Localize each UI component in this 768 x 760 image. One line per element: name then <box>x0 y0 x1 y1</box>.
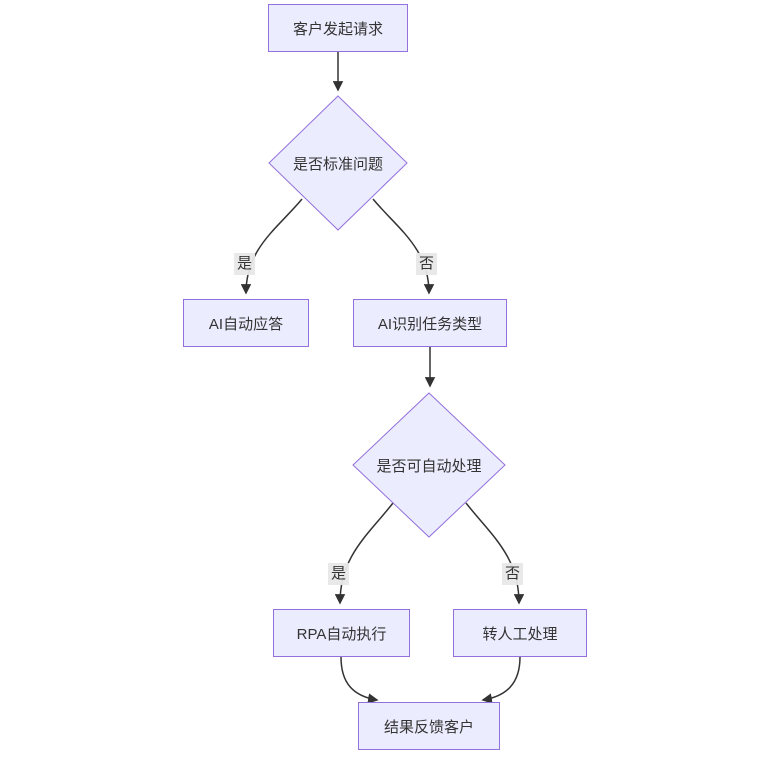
node-customer-request: 客户发起请求 <box>268 4 408 52</box>
edge-label-text: 是 <box>237 255 253 272</box>
edge-decision2-no-to-manual <box>465 502 525 605</box>
edge-decision2-yes-to-rpa <box>334 502 394 605</box>
edge-decision1-no-to-ai-task <box>372 198 435 295</box>
node-label: 是否标准问题 <box>292 155 383 173</box>
diamond-shape <box>352 392 506 538</box>
node-label: AI识别任务类型 <box>377 315 483 333</box>
node-rpa-execute: RPA自动执行 <box>273 609 410 657</box>
node-label: 结果反馈客户 <box>383 718 474 736</box>
node-ai-auto-reply: AI自动应答 <box>183 299 309 347</box>
edge-decision1-yes-to-ai-reply <box>240 198 303 295</box>
edge-rpa-to-result <box>340 656 379 704</box>
edge-manual-to-result <box>481 656 521 704</box>
node-decision-standard-question: 是否标准问题 <box>268 95 408 231</box>
node-decision-auto-processable: 是否可自动处理 <box>352 392 506 538</box>
edge-label-no-2: 否 <box>502 563 524 585</box>
edge-label-yes-1: 是 <box>234 253 256 275</box>
node-label: RPA自动执行 <box>296 625 387 643</box>
node-label: 客户发起请求 <box>292 20 383 38</box>
node-label: 转人工处理 <box>482 625 558 643</box>
edge-label-yes-2: 是 <box>328 563 350 585</box>
node-label: 是否可自动处理 <box>376 457 482 475</box>
edge-label-text: 否 <box>505 565 521 582</box>
node-label: AI自动应答 <box>208 315 284 333</box>
edge-label-no-1: 否 <box>416 253 438 275</box>
node-manual-handle: 转人工处理 <box>453 609 587 657</box>
node-ai-task-type: AI识别任务类型 <box>353 299 507 347</box>
diamond-shape <box>268 95 408 231</box>
edge-label-text: 否 <box>419 255 435 272</box>
edge-label-text: 是 <box>331 565 347 582</box>
node-result-feedback: 结果反馈客户 <box>358 702 500 750</box>
